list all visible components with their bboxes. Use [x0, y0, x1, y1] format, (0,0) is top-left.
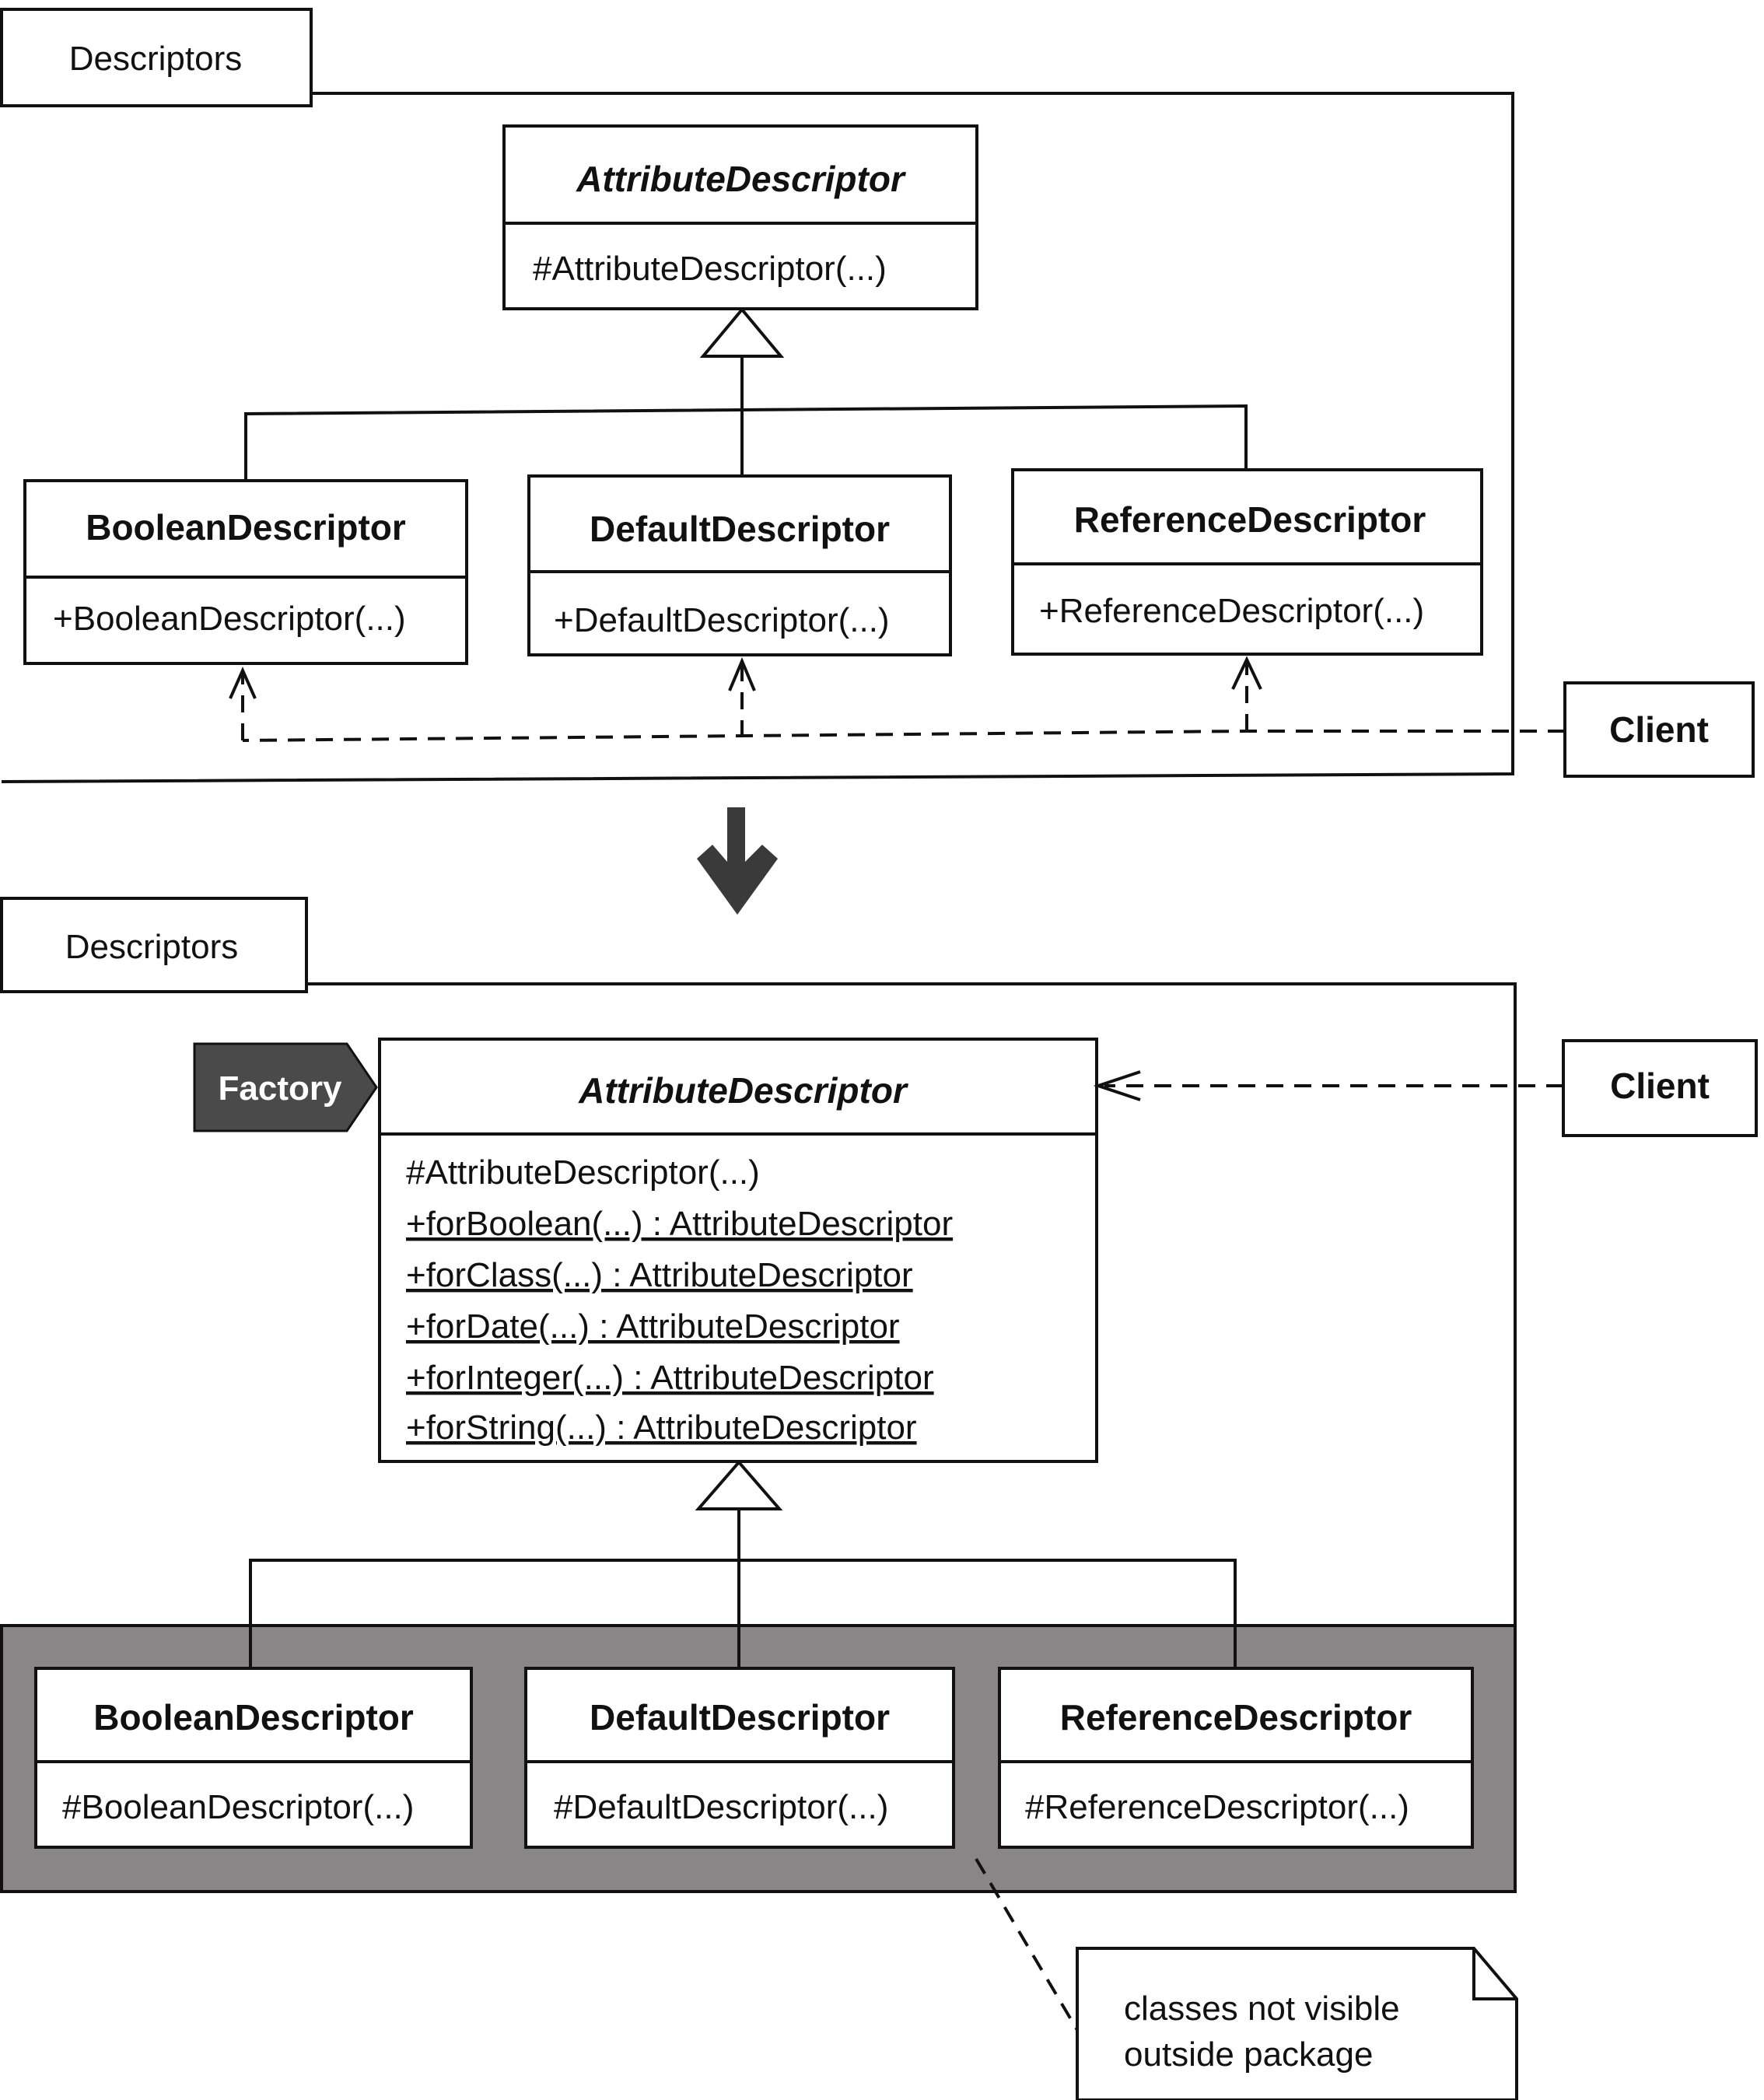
- bottom-inheritance-bar: [249, 1559, 1237, 1668]
- top-abstract-class-operation: #AttributeDescriptor(...): [533, 250, 887, 288]
- bottom-client: Client: [1562, 1039, 1758, 1137]
- factory-tag-label: Factory: [219, 1069, 342, 1108]
- factory-tag: Factory: [193, 1042, 378, 1132]
- top-client-dependencies: [229, 656, 1565, 742]
- factory-tag-shape: [193, 1042, 378, 1132]
- top-package-tab-label: Descriptors: [69, 40, 243, 78]
- bottom-inheritance-triangle: [695, 1459, 783, 1510]
- top-client: Client: [1563, 681, 1755, 778]
- top-subclass-boolean: BooleanDescriptor +BooleanDescriptor(...…: [23, 479, 468, 665]
- bottom-subclass-boolean-box: [34, 1667, 473, 1849]
- top-package: Descriptors: [0, 8, 1514, 783]
- bottom-abstract-class-name: AttributeDescriptor: [578, 1070, 908, 1111]
- bottom-subclass-boolean: BooleanDescriptor #BooleanDescriptor(...…: [34, 1667, 473, 1849]
- top-client-label: Client: [1609, 709, 1709, 750]
- top-inheritance-bar: [244, 404, 1248, 481]
- factory-method-for-boolean: +forBoolean(...) : AttributeDescriptor: [406, 1205, 953, 1243]
- top-arrowhead-default: [728, 656, 756, 691]
- bottom-abstract-class-box: [378, 1038, 1098, 1463]
- top-subclass-boolean-operation: +BooleanDescriptor(...): [53, 600, 406, 638]
- factory-method-for-integer: +forInteger(...) : AttributeDescriptor: [406, 1359, 934, 1397]
- top-client-box: [1563, 681, 1755, 778]
- factory-method-for-class: +forClass(...) : AttributeDescriptor: [406, 1256, 913, 1294]
- top-subclass-default: DefaultDescriptor +DefaultDescriptor(...…: [527, 474, 952, 656]
- top-abstract-class-name: AttributeDescriptor: [576, 159, 906, 199]
- top-generalization: [244, 306, 1248, 481]
- note-fold: [1472, 1948, 1517, 2000]
- top-subclass-reference-box: [1011, 468, 1483, 656]
- top-subclass-default-box: [527, 474, 952, 656]
- bottom-subclass-default-box: [524, 1667, 955, 1849]
- bottom-subclass-default-name: DefaultDescriptor: [590, 1697, 890, 1738]
- top-abstract-class-box: [502, 124, 978, 310]
- bottom-subclass-default: DefaultDescriptor #DefaultDescriptor(...…: [524, 1667, 955, 1849]
- top-package-tab: [0, 8, 313, 107]
- top-subclass-default-operation: +DefaultDescriptor(...): [554, 601, 890, 639]
- refactoring-arrow: [697, 807, 778, 915]
- top-subclass-reference: ReferenceDescriptor +ReferenceDescriptor…: [1011, 468, 1483, 656]
- bottom-package-tab: [0, 897, 308, 993]
- bottom-subclass-reference-operation: #ReferenceDescriptor(...): [1025, 1788, 1409, 1826]
- note-line-1: classes not visible: [1124, 1990, 1400, 2028]
- top-subclass-boolean-name: BooleanDescriptor: [86, 507, 406, 548]
- note: classes not visible outside package: [975, 1857, 1518, 2100]
- top-abstract-class: AttributeDescriptor #AttributeDescriptor…: [502, 124, 978, 310]
- bottom-subclass-reference-box: [998, 1667, 1474, 1849]
- bottom-client-dependency: [1093, 1070, 1563, 1101]
- bottom-subclass-boolean-operation: #BooleanDescriptor(...): [62, 1788, 414, 1826]
- bottom-subclass-boolean-name: BooleanDescriptor: [93, 1697, 414, 1738]
- bottom-subclass-reference: ReferenceDescriptor #ReferenceDescriptor…: [998, 1667, 1474, 1849]
- top-subclass-default-name: DefaultDescriptor: [590, 509, 890, 549]
- bottom-abstract-class: AttributeDescriptor #AttributeDescriptor…: [378, 1038, 1098, 1463]
- bottom-arrowhead: [1093, 1070, 1141, 1101]
- top-inheritance-triangle: [699, 306, 785, 358]
- top-subclass-boolean-box: [23, 479, 468, 665]
- top-subclass-reference-name: ReferenceDescriptor: [1074, 499, 1426, 540]
- bottom-generalization: [249, 1459, 1237, 1668]
- bottom-client-box: [1562, 1039, 1758, 1137]
- bottom-client-label: Client: [1610, 1066, 1710, 1106]
- bottom-subclass-default-operation: #DefaultDescriptor(...): [554, 1788, 888, 1826]
- note-line-2: outside package: [1124, 2035, 1373, 2074]
- top-subclass-reference-operation: +ReferenceDescriptor(...): [1039, 592, 1424, 630]
- top-arrowhead-boolean: [229, 667, 257, 699]
- bottom-subclass-reference-name: ReferenceDescriptor: [1060, 1697, 1412, 1738]
- top-dependency-horizontal: [242, 730, 1565, 742]
- factory-method-for-date: +forDate(...) : AttributeDescriptor: [406, 1307, 900, 1346]
- bottom-package: Descriptors: [0, 897, 1517, 1893]
- bottom-constructor: #AttributeDescriptor(...): [406, 1153, 760, 1192]
- top-package-frame: [1, 92, 1514, 783]
- down-arrow-icon: [697, 807, 778, 915]
- factory-method-for-string: +forString(...) : AttributeDescriptor: [406, 1409, 917, 1447]
- bottom-package-tab-label: Descriptors: [65, 928, 239, 966]
- note-shape: [1076, 1947, 1518, 2100]
- note-anchor-line: [975, 1857, 1079, 2032]
- top-arrowhead-reference: [1231, 656, 1262, 690]
